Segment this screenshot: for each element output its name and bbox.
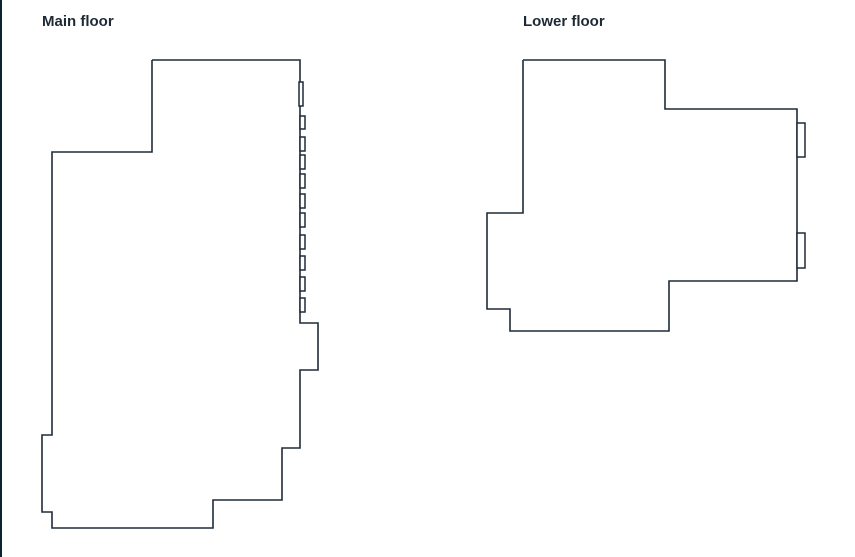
window-8 [299,234,306,250]
lower-window-1 [796,122,806,158]
window-1 [298,81,304,107]
window-10 [299,276,306,292]
window-5 [299,173,306,189]
window-2 [299,115,306,130]
lower-floor-outline [486,59,798,332]
lower-window-2 [796,232,806,269]
window-7 [299,212,306,228]
lower-floor-title: Lower floor [523,13,605,30]
window-6 [299,193,306,209]
window-11 [299,297,306,313]
main-floor-windows [298,81,306,313]
window-9 [299,255,306,271]
lower-floor-windows [796,122,806,269]
main-floor-title: Main floor [42,13,114,30]
main-floor-outline [41,59,319,529]
window-3 [299,136,306,152]
window-4 [299,154,306,170]
